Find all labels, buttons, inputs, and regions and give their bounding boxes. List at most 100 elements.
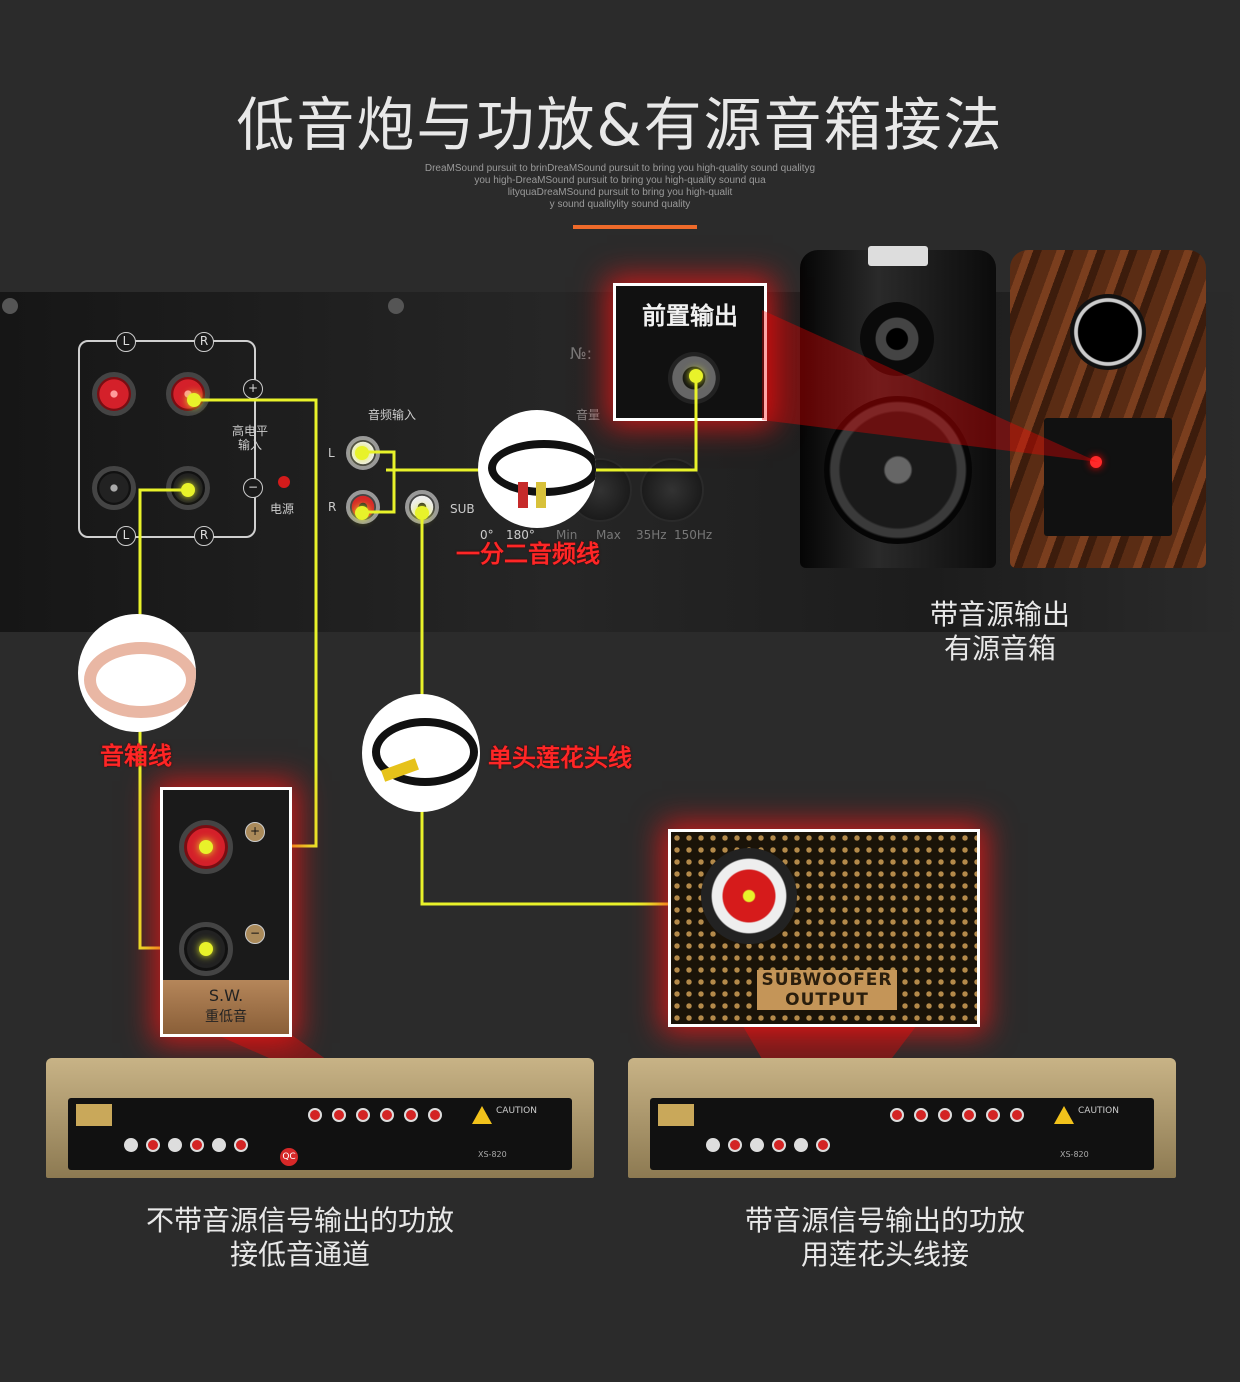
front-output-label: 前置输出 — [642, 302, 738, 330]
connection-point — [689, 369, 703, 383]
rca-jack[interactable] — [706, 1138, 720, 1152]
model-label: XS-820 — [1060, 1150, 1089, 1159]
screw-icon — [388, 298, 404, 314]
y-cable-image — [478, 410, 596, 528]
speaker-rear-panel — [1044, 418, 1172, 536]
speaker-wire-label: 音箱线 — [100, 742, 172, 770]
accent-divider — [573, 225, 697, 229]
sw-positive-post[interactable] — [179, 820, 233, 874]
active-speaker-rear — [1010, 250, 1206, 568]
binding-post-left-positive[interactable] — [92, 372, 136, 416]
high-level-input-label: 高电平 输入 — [232, 424, 269, 452]
input-left-label: L — [328, 446, 335, 460]
plus-icon: + — [243, 379, 263, 399]
amp-rca-row — [124, 1138, 248, 1152]
subwoofer-output-label: SUBWOOFER OUTPUT — [757, 970, 897, 1010]
subwoofer-output-jack[interactable] — [701, 848, 797, 944]
speaker-terminal[interactable] — [938, 1108, 952, 1122]
label-line: SUBWOOFER — [761, 970, 893, 990]
binding-post-left-negative[interactable] — [92, 466, 136, 510]
terminal-label-left: L — [116, 332, 136, 352]
sw-label: S.W. — [208, 986, 244, 1005]
rca-jack[interactable] — [728, 1138, 742, 1152]
rca-input-sub[interactable] — [405, 490, 439, 524]
connection-point — [199, 840, 213, 854]
y-cable-label: 一分二音频线 — [456, 540, 600, 568]
amp-badge — [658, 1104, 694, 1126]
volume-min-label: Min — [556, 528, 578, 542]
single-rca-label: 单头莲花头线 — [488, 744, 632, 772]
sw-label-plate — [163, 980, 289, 1034]
phase-180-label: 180° — [506, 528, 535, 542]
connection-point — [355, 446, 369, 460]
speaker-terminal[interactable] — [890, 1108, 904, 1122]
connection-point — [199, 942, 213, 956]
amplifier-rear-panel: CAUTION XS-820 — [650, 1098, 1154, 1170]
warning-icon — [1054, 1106, 1074, 1124]
speaker-terminal[interactable] — [914, 1108, 928, 1122]
audio-input-label: 音频输入 — [368, 408, 417, 422]
caution-label: CAUTION — [1078, 1106, 1119, 1116]
caution-label: CAUTION — [496, 1106, 537, 1116]
speaker-top-bracket — [868, 246, 928, 266]
output-jack-marker — [1090, 456, 1102, 468]
freq-35-label: 35Hz — [636, 528, 667, 542]
speaker-terminal[interactable] — [380, 1108, 394, 1122]
amp-speaker-terminals — [890, 1108, 1024, 1122]
rca-jack[interactable] — [750, 1138, 764, 1152]
sw-chinese-label: 重低音 — [205, 1009, 247, 1025]
caption-line: 用莲花头线接 — [800, 1238, 969, 1271]
active-speaker-front — [800, 246, 996, 568]
amp-badge — [76, 1104, 112, 1126]
sw-terminal-inset: + − S.W. 重低音 — [160, 787, 292, 1037]
sw-negative-post[interactable] — [179, 922, 233, 976]
sub-label: SUB — [450, 502, 475, 516]
serial-label: №: — [570, 344, 593, 363]
rca-plug-red-icon — [518, 482, 528, 508]
wire-coil-icon — [84, 642, 196, 718]
rca-jack[interactable] — [124, 1138, 138, 1152]
speaker-terminal[interactable] — [962, 1108, 976, 1122]
freq-150-label: 150Hz — [674, 528, 713, 542]
caption-line: 有源音箱 — [943, 632, 1056, 665]
warning-icon — [472, 1106, 492, 1124]
wire-sub-rca — [420, 512, 746, 906]
rca-jack[interactable] — [212, 1138, 226, 1152]
highlight-beam-front — [762, 310, 1098, 462]
minus-icon: − — [245, 924, 265, 944]
rca-jack[interactable] — [772, 1138, 786, 1152]
connection-point — [415, 506, 429, 520]
amplifier-right: CAUTION XS-820 — [628, 1058, 1176, 1178]
rca-jack[interactable] — [794, 1138, 808, 1152]
rca-jack[interactable] — [146, 1138, 160, 1152]
rca-jack[interactable] — [168, 1138, 182, 1152]
amp-right-caption: 带音源信号输出的功放 用莲花头线接 — [690, 1204, 1080, 1272]
page-title: 低音炮与功放&有源音箱接法 — [236, 91, 1004, 159]
qc-badge: QC — [280, 1148, 298, 1166]
connection-point — [187, 393, 201, 407]
rca-plug-gold-icon — [536, 482, 546, 508]
subtitle-line: you high-DreaMSound pursuit to bring you… — [474, 175, 766, 186]
binding-post-right-positive[interactable] — [166, 372, 210, 416]
speaker-terminal-box — [78, 340, 256, 538]
rca-jack[interactable] — [816, 1138, 830, 1152]
rca-jack[interactable] — [190, 1138, 204, 1152]
speaker-terminal[interactable] — [332, 1108, 346, 1122]
model-label: XS-820 — [478, 1150, 507, 1159]
wire-speaker-positive — [194, 398, 318, 848]
speaker-terminal[interactable] — [428, 1108, 442, 1122]
speaker-terminal[interactable] — [356, 1108, 370, 1122]
woofer-icon — [824, 396, 972, 544]
rca-jack[interactable] — [234, 1138, 248, 1152]
power-led-icon — [278, 476, 290, 488]
connection-point — [181, 483, 195, 497]
subtitle-line: y sound qualitylity sound quality — [549, 199, 691, 210]
speaker-terminal[interactable] — [308, 1108, 322, 1122]
speaker-terminal[interactable] — [986, 1108, 1000, 1122]
bass-port-icon — [1070, 294, 1146, 370]
amplifier-rear-panel: QC CAUTION XS-820 — [68, 1098, 572, 1170]
speaker-wire-image — [78, 614, 196, 732]
amp-rca-row — [706, 1138, 830, 1152]
speaker-terminal[interactable] — [1010, 1108, 1024, 1122]
speaker-terminal[interactable] — [404, 1108, 418, 1122]
